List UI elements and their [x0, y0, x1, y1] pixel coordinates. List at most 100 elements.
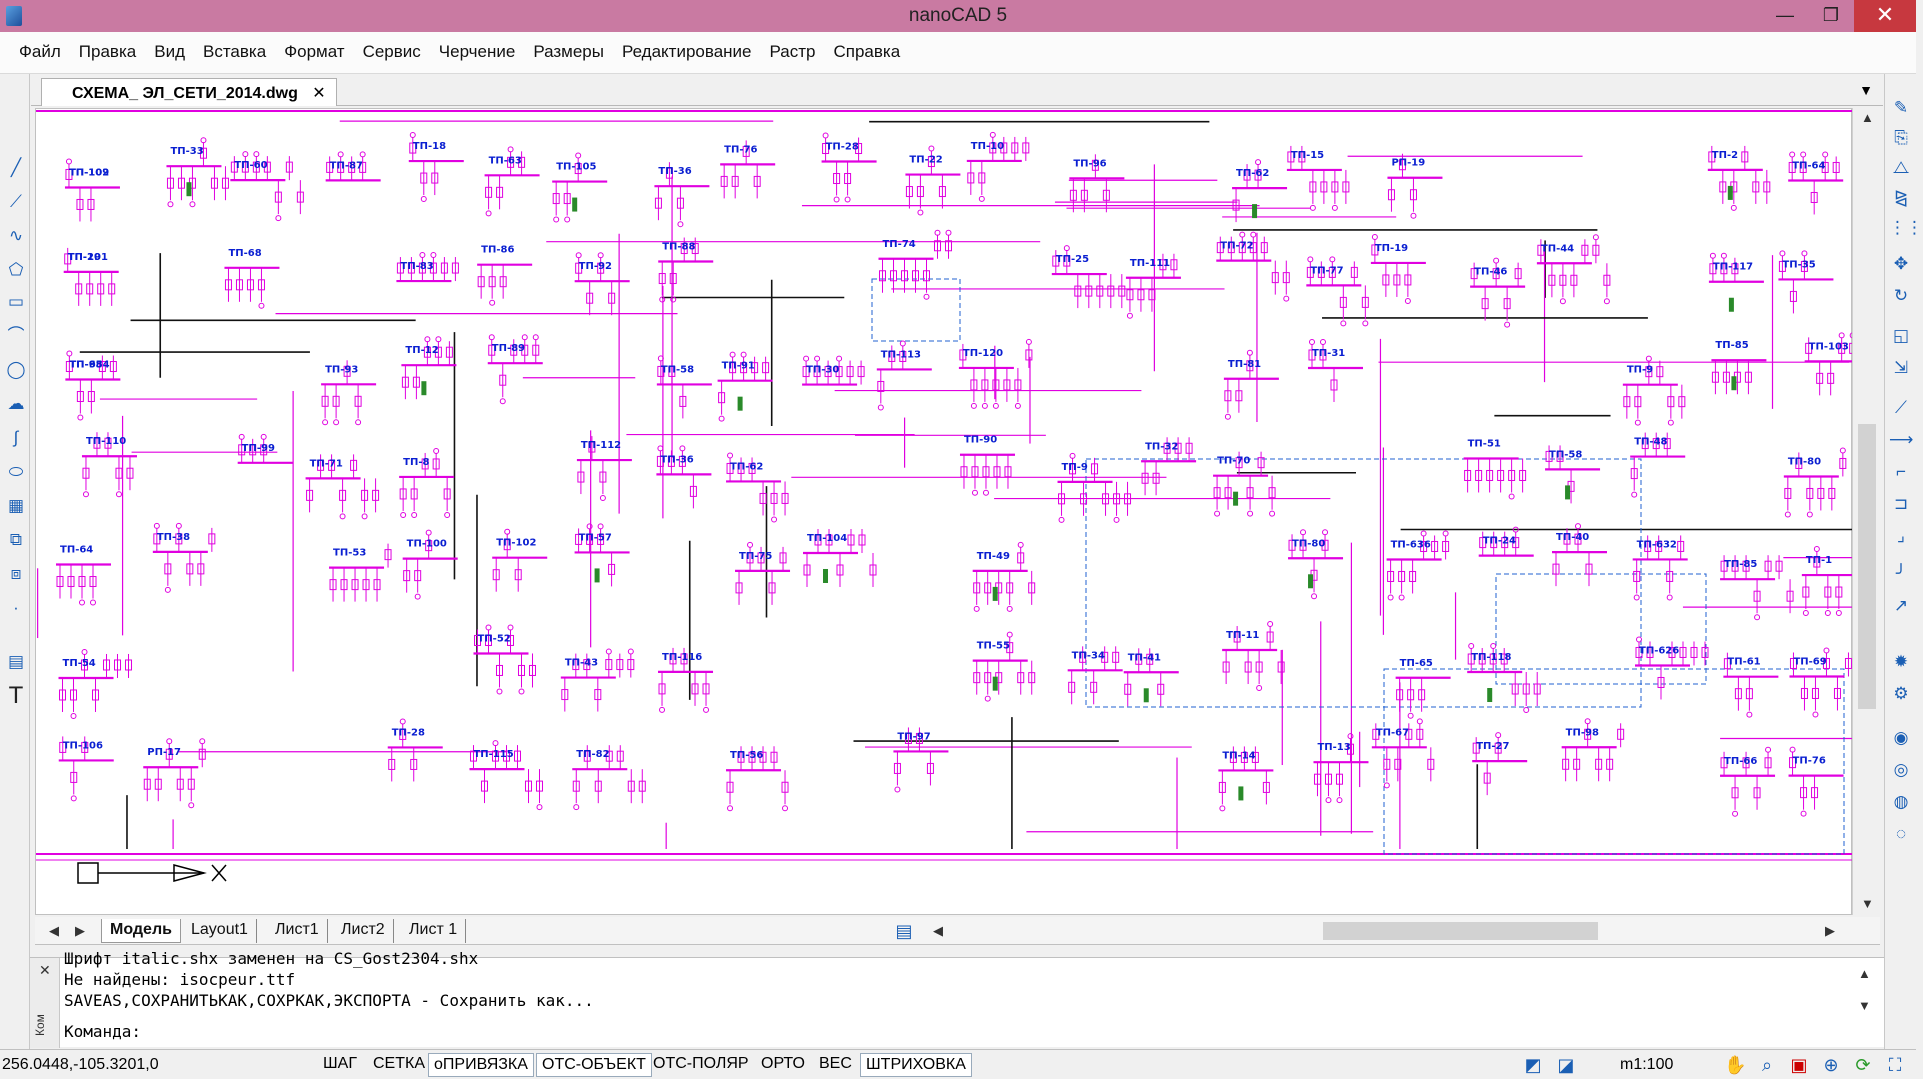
layer-isolate-icon[interactable]: ◍ [1893, 792, 1909, 811]
menu-format[interactable]: Формат [284, 42, 345, 61]
toggle-grid[interactable]: СЕТКА [373, 1055, 425, 1072]
tab-sheet1[interactable]: Лист1 [267, 919, 328, 943]
tab-sheet2[interactable]: Лист2 [333, 919, 394, 943]
menu-insert[interactable]: Вставка [203, 42, 267, 61]
toggle-hatch[interactable]: ШТРИХОВКА [860, 1053, 972, 1077]
revision-cloud-icon[interactable]: ☁ [7, 394, 25, 413]
offset-icon[interactable]: ⧎ [1893, 188, 1909, 207]
zoom-window-icon[interactable]: ▣ [1790, 1055, 1808, 1075]
substation-label: ТП-115 [473, 749, 513, 760]
copy-icon[interactable]: ⎘ [1894, 128, 1908, 147]
menu-file[interactable]: Файл [19, 42, 61, 61]
insert-block-icon[interactable]: ⧉ [9, 530, 23, 549]
substation-label: ТП-105 [556, 162, 596, 173]
rotate-icon[interactable]: ↻ [1893, 286, 1909, 305]
toggle-osnap[interactable]: оПРИВЯЗКА [428, 1053, 534, 1077]
toggle-polar[interactable]: ОТС-ПОЛЯР [653, 1055, 749, 1072]
join-icon[interactable]: ⊐ [1893, 494, 1909, 513]
rectangle-icon[interactable]: ▭ [7, 292, 25, 311]
regen-icon[interactable]: ⟳ [1855, 1055, 1871, 1075]
vertical-scroll-thumb[interactable] [1858, 424, 1876, 709]
layout-prev-icon[interactable]: ◀ [49, 923, 59, 938]
tab-layout1[interactable]: Layout1 [183, 919, 257, 943]
array-icon[interactable]: ⋮⋮ [1889, 218, 1923, 237]
menu-modify[interactable]: Редактирование [621, 42, 752, 61]
substation-label: ТП-69 [1793, 656, 1826, 667]
toggle-snap[interactable]: ШАГ [323, 1055, 357, 1072]
scale-icon[interactable]: ◱ [1892, 326, 1910, 345]
curve-icon[interactable]: ∫ [13, 428, 19, 447]
substation-label: ТП-85 [1715, 340, 1748, 351]
layer-walk-icon[interactable]: ◌ [1895, 824, 1907, 843]
document-tab[interactable]: СХЕМА_ ЭЛ_СЕТИ_2014.dwg ✕ [41, 78, 337, 106]
trim-icon[interactable]: ⟋ [1895, 398, 1907, 417]
break-icon[interactable]: ⌐ [1896, 462, 1906, 481]
layout-settings-icon[interactable]: ▤ [895, 921, 913, 941]
fillet-icon[interactable]: ╯ [1895, 564, 1907, 583]
polyline-icon[interactable]: ⟋ [10, 192, 22, 211]
line-icon[interactable]: ╱ [10, 158, 22, 177]
layer-states-icon[interactable]: ◎ [1893, 760, 1909, 779]
zoom-icon[interactable]: ⌕ [1761, 1055, 1773, 1075]
toggle-otrack[interactable]: ОТС-ОБЪЕКТ [536, 1053, 652, 1077]
spline-icon[interactable]: ∿ [8, 226, 24, 245]
chamfer-icon[interactable]: ⌟ [1897, 526, 1905, 545]
explode-icon[interactable]: ✹ [1893, 652, 1909, 671]
history-scroll-down-icon[interactable]: ▼ [1858, 998, 1871, 1013]
polygon-icon[interactable]: ⬠ [8, 260, 24, 279]
fullscreen-icon[interactable]: ⛶ [1888, 1055, 1902, 1075]
command-input[interactable] [160, 1020, 1820, 1044]
pan-icon[interactable]: ✋ [1724, 1055, 1747, 1075]
history-line: Не найдены: isocpeur.ttf [64, 970, 296, 989]
menu-edit[interactable]: Правка [78, 42, 137, 61]
document-tab-close-icon[interactable]: ✕ [312, 85, 326, 102]
circle-icon[interactable]: ◯ [6, 360, 26, 379]
scroll-up-icon[interactable]: ▲ [1861, 110, 1874, 125]
mirror-icon[interactable]: ⧍ [1893, 158, 1909, 177]
extend-icon[interactable]: ⟶ [1889, 430, 1914, 449]
menu-raster[interactable]: Растр [769, 42, 816, 61]
menu-dimensions[interactable]: Размеры [533, 42, 604, 61]
vertical-scrollbar[interactable]: ▲ ▼ [1852, 108, 1880, 915]
toggle-ortho[interactable]: ОРТО [761, 1055, 805, 1072]
nanocad-app-icon[interactable] [6, 6, 22, 26]
text-icon[interactable]: T [8, 682, 24, 709]
table-icon[interactable]: ▤ [7, 652, 25, 671]
ellipse-icon[interactable]: ⬭ [8, 462, 24, 481]
zoom-extents-icon[interactable]: ⊕ [1823, 1055, 1839, 1075]
tab-sheet-1[interactable]: Лист 1 [401, 919, 467, 943]
hatch-icon[interactable]: ▦ [7, 496, 25, 515]
menu-service[interactable]: Сервис [362, 42, 421, 61]
tab-model[interactable]: Модель [101, 919, 181, 943]
lengthen-icon[interactable]: ↗ [1893, 596, 1909, 615]
hscroll-left-icon[interactable]: ◀ [933, 923, 943, 938]
erase-icon[interactable]: ✎ [1893, 98, 1909, 117]
make-block-icon[interactable]: ⧈ [10, 564, 22, 583]
substation-label: ТП-632 [1637, 539, 1677, 550]
hscroll-right-icon[interactable]: ▶ [1825, 923, 1835, 938]
menu-draw[interactable]: Черчение [438, 42, 516, 61]
ucs-status-icon[interactable]: ◪ [1557, 1055, 1575, 1075]
properties-icon[interactable]: ⚙ [1893, 684, 1909, 703]
history-scroll-up-icon[interactable]: ▲ [1858, 966, 1871, 981]
toggle-lineweight[interactable]: ВЕС [819, 1055, 852, 1072]
close-button[interactable]: ✕ [1854, 0, 1916, 32]
arc-icon[interactable]: ⌒ [7, 326, 25, 345]
stretch-icon[interactable]: ⇲ [1893, 358, 1909, 377]
document-list-dropdown-icon[interactable]: ▼ [1859, 82, 1873, 98]
menu-view[interactable]: Вид [154, 42, 185, 61]
scroll-down-icon[interactable]: ▼ [1861, 896, 1874, 911]
annotation-scale[interactable]: m1:100 [1620, 1056, 1674, 1073]
document-tabs: СХЕМА_ ЭЛ_СЕТИ_2014.dwg ✕ ▼ [31, 76, 1883, 106]
maximize-button[interactable]: ❐ [1822, 5, 1840, 25]
horizontal-scroll-thumb[interactable] [1323, 922, 1598, 940]
model-space-icon[interactable]: ◩ [1524, 1055, 1542, 1075]
command-line-close-icon[interactable]: ✕ [39, 962, 51, 978]
point-icon[interactable]: · [13, 598, 19, 617]
menu-help[interactable]: Справка [833, 42, 901, 61]
minimize-button[interactable]: — [1776, 5, 1794, 25]
layer-icon[interactable]: ◉ [1893, 728, 1909, 747]
layout-next-icon[interactable]: ▶ [75, 923, 85, 938]
move-icon[interactable]: ✥ [1893, 254, 1909, 273]
